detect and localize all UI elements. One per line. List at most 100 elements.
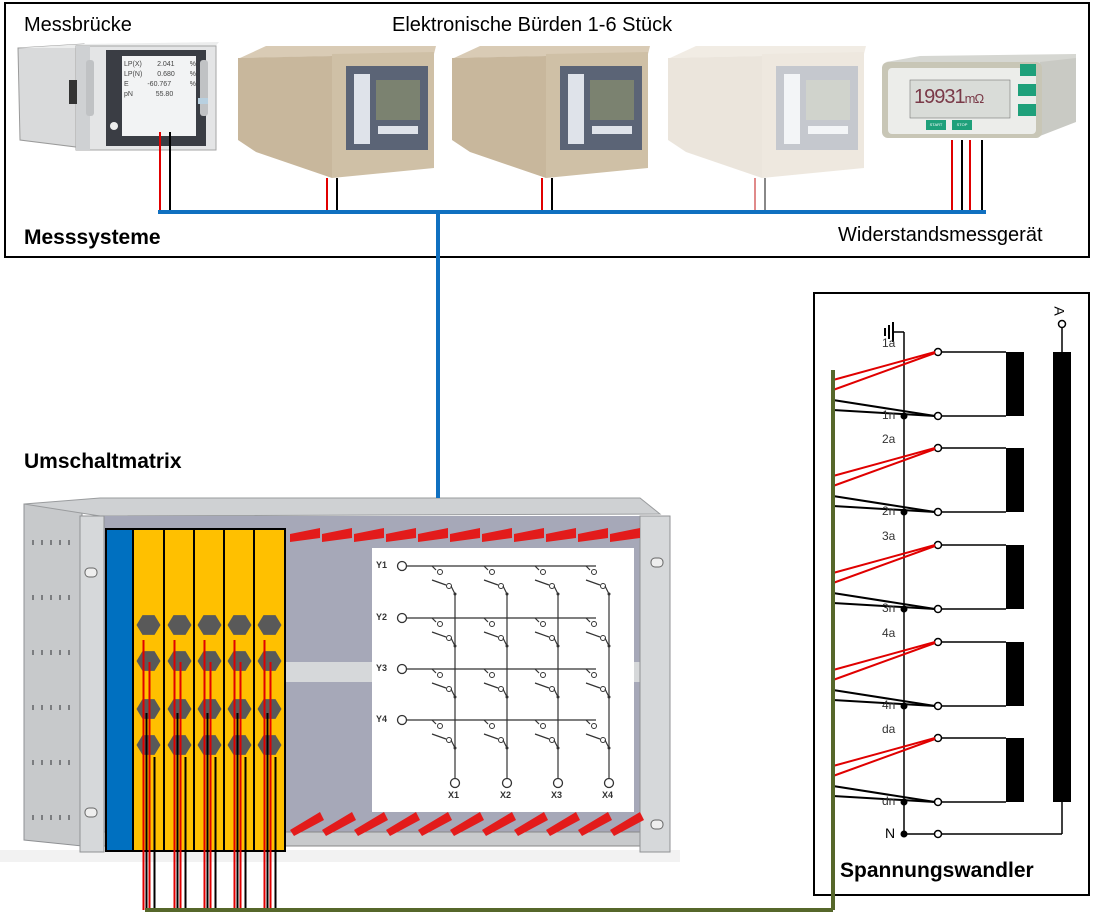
switch-contact [483,617,489,623]
winding-label-n: 2n [882,504,896,518]
red-wire [832,641,936,671]
matrix-column-label: X3 [551,790,563,800]
perforation [59,650,61,655]
secondary-winding [1006,448,1024,512]
switch-contact-dot [489,621,495,627]
perforation [50,540,52,545]
perforation [50,760,52,765]
perforation [41,760,43,765]
secondary-winding [1006,738,1024,802]
switch-blade [431,579,447,586]
winding-label-a: 1a [882,336,896,350]
perforation [68,595,70,600]
switch-contact-dot [591,621,597,627]
switch-contact [585,617,591,623]
switch-contact-dot [489,672,495,678]
switch-contact [431,617,437,623]
perforation [59,760,61,765]
switch-blade [534,631,550,638]
primary-terminal-label: A [1051,306,1068,316]
switch-blade [534,579,550,586]
switch-contact-dot [591,672,597,678]
perforation [41,540,43,545]
switch-blade [483,579,499,586]
switch-contact [431,719,437,725]
black-wire [832,699,936,707]
switch-blade [585,631,601,638]
column-terminal [501,777,513,789]
black-wire [832,785,936,803]
card-guide-top [546,528,576,542]
card-guide-top [290,528,320,542]
perforation [32,760,34,765]
perforation [68,705,70,710]
electronic-burden-2 [450,40,650,180]
card-guide-bottom [482,812,516,836]
card-guide-top [482,528,512,542]
terminal-neutral [933,829,943,839]
card-guide-bottom [386,812,420,836]
switch-contact [431,565,437,571]
card-guide-bottom [546,812,580,836]
electronic-burden-3 [666,40,866,180]
black-wire [832,409,936,417]
switch-contact-dot [540,621,546,627]
matrix-row-label: Y3 [376,663,388,673]
column-terminal [449,777,461,789]
burden-graphic [452,46,650,178]
winding-label-n: 3n [882,601,896,615]
switch-contact-dot [437,621,443,627]
transformer-title: Spannungswandler [840,859,1034,882]
switch-contact [431,668,437,674]
switch-contact [534,617,540,623]
card-guide-bottom [450,812,484,836]
resistance-meter-device: 19931mΩ START STOP [880,52,1080,142]
neutral-junction [900,830,908,838]
switch-blade [483,631,499,638]
winding-label-n: dn [882,794,896,808]
secondary-winding [1006,352,1024,416]
measurement-systems-panel [4,2,1090,258]
switch-contact-dot [591,723,597,729]
perforation [41,595,43,600]
black-wire [832,602,936,610]
switch-contact-dot [540,723,546,729]
bridge-row: LP(X)2.041% [124,61,196,68]
measurement-systems-title: Messsysteme [24,226,161,249]
perforation [32,595,34,600]
perforation [59,815,61,820]
matrix-schematic-graphic [396,560,615,789]
switch-contact-dot [540,569,546,575]
card-guide-top [514,528,544,542]
voltage-transformer-panel [813,292,1090,896]
card-guide-top [386,528,416,542]
perforation [68,540,70,545]
column-terminal [552,777,564,789]
burden-graphic [668,46,866,178]
perforation [41,650,43,655]
red-wire [832,447,936,477]
switch-contact-dot [437,723,443,729]
ohmmeter-label: Widerstandsmessgerät [838,224,1043,246]
electronic-burden-1 [236,40,436,180]
ohmmeter-reading: 19931mΩ [914,86,984,108]
primary-winding [1053,352,1071,802]
secondary-winding [1006,545,1024,609]
neutral-terminal-label: N [885,825,896,841]
card-guide-bottom [610,812,644,836]
switch-blade [585,579,601,586]
switch-blade [585,682,601,689]
red-wire [832,737,936,767]
measuring-bridge-graphic [17,42,219,151]
switch-contact [483,668,489,674]
card-guide-top [578,528,608,542]
red-wire [832,544,936,574]
secondary-winding [1006,642,1024,706]
burdens-label: Elektronische Bürden 1-6 Stück [392,14,673,36]
matrix-schematic [372,548,634,812]
matrix-row-label: Y4 [376,714,388,724]
winding-label-n: 1n [882,408,896,422]
switch-contact [534,719,540,725]
red-wire [832,351,936,381]
